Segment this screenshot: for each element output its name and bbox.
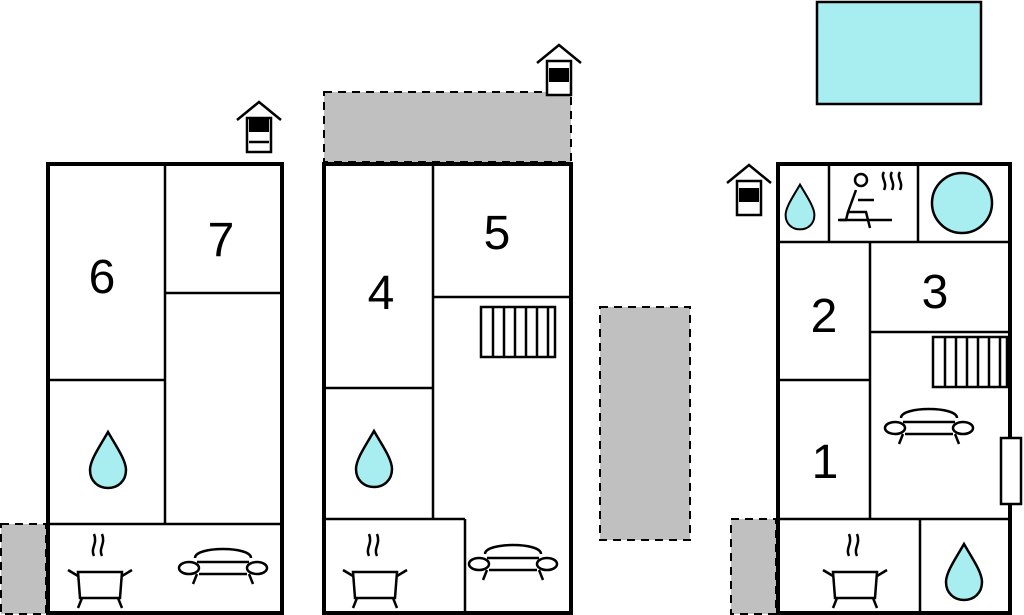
sofa-icon (467, 543, 559, 582)
house-entrance-icon (235, 100, 283, 154)
building-2: 4 5 (322, 43, 583, 615)
cooking-pot-icon (821, 532, 889, 610)
stairs-icon (479, 305, 557, 359)
building-1: 6 7 (46, 100, 284, 615)
stairs-icon (931, 335, 1009, 389)
room-number: 5 (484, 207, 511, 260)
terrace-top (323, 91, 572, 163)
hot-tub-icon (930, 171, 994, 235)
cooking-pot-icon (66, 532, 134, 610)
building-3: 2 3 1 (725, 162, 1023, 615)
sauna-icon (838, 171, 903, 229)
sofa-icon (883, 407, 975, 446)
house-entrance-icon (535, 43, 583, 97)
door (999, 436, 1023, 506)
water-drop-icon (784, 183, 816, 231)
cooking-pot-icon (341, 532, 409, 610)
room-number: 2 (811, 290, 838, 343)
pool-icon (815, 0, 983, 106)
house-entrance-icon (725, 163, 773, 217)
room-number: 4 (368, 267, 395, 320)
water-drop-icon (354, 429, 394, 489)
terrace-left (0, 523, 47, 615)
water-drop-icon (944, 542, 984, 602)
room-number: 3 (922, 266, 949, 319)
room-number: 7 (208, 214, 235, 267)
water-drop-icon (88, 430, 128, 490)
terrace-middle (599, 306, 691, 541)
room-number: 1 (812, 436, 839, 489)
sofa-icon (177, 547, 269, 586)
terrace-right (730, 518, 777, 615)
room-number: 6 (89, 251, 116, 304)
